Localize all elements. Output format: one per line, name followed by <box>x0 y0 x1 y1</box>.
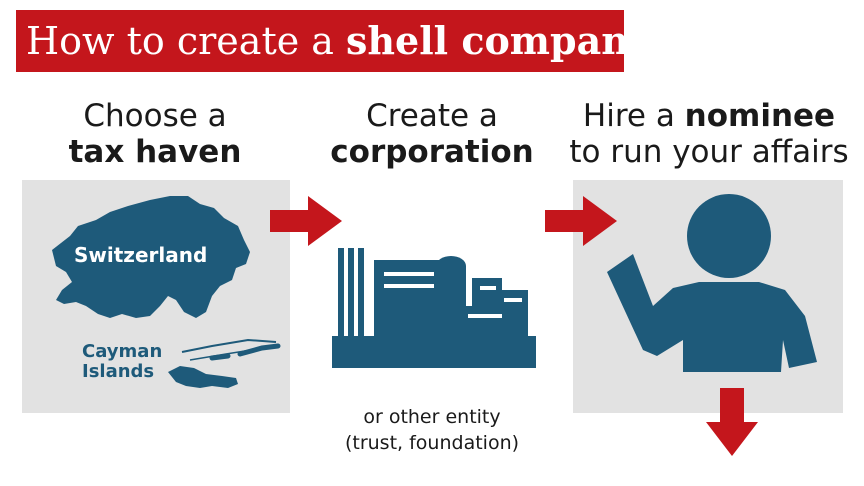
step-1-line1: Choose a <box>83 98 227 134</box>
factory-icon <box>332 248 536 368</box>
person-icon <box>607 194 817 372</box>
title-bold: shell company <box>346 18 651 63</box>
switzerland-label: Switzerland <box>74 243 208 267</box>
cayman-line2: Islands <box>82 361 155 382</box>
step-1-line2: tax haven <box>68 134 242 170</box>
step-2-line2: corporation <box>330 134 534 170</box>
cayman-line1: Cayman <box>82 341 163 362</box>
step-2-heading: Create a corporation <box>316 98 548 170</box>
step-1-heading: Choose a tax haven <box>40 98 270 170</box>
arrow-down-icon <box>706 388 758 456</box>
step-3-line1-bold: nominee <box>684 98 836 134</box>
step-3-heading: Hire a nominee to run your affairs <box>564 98 854 170</box>
note-line1: or other entity <box>363 406 501 428</box>
step-3-line1-prefix: Hire a <box>582 98 685 134</box>
cayman-label: Cayman Islands <box>82 342 162 382</box>
note-line2: (trust, foundation) <box>344 432 520 454</box>
step-2-line1: Create a <box>366 98 498 134</box>
entity-note: or other entity (trust, foundation) <box>312 404 552 456</box>
title-prefix: How to create a <box>26 19 347 63</box>
title-banner: How to create a shell company <box>16 10 651 72</box>
arrow-right-icon <box>270 196 342 246</box>
step-3-line2: to run your affairs <box>569 134 849 170</box>
arrow-right-icon <box>545 196 617 246</box>
